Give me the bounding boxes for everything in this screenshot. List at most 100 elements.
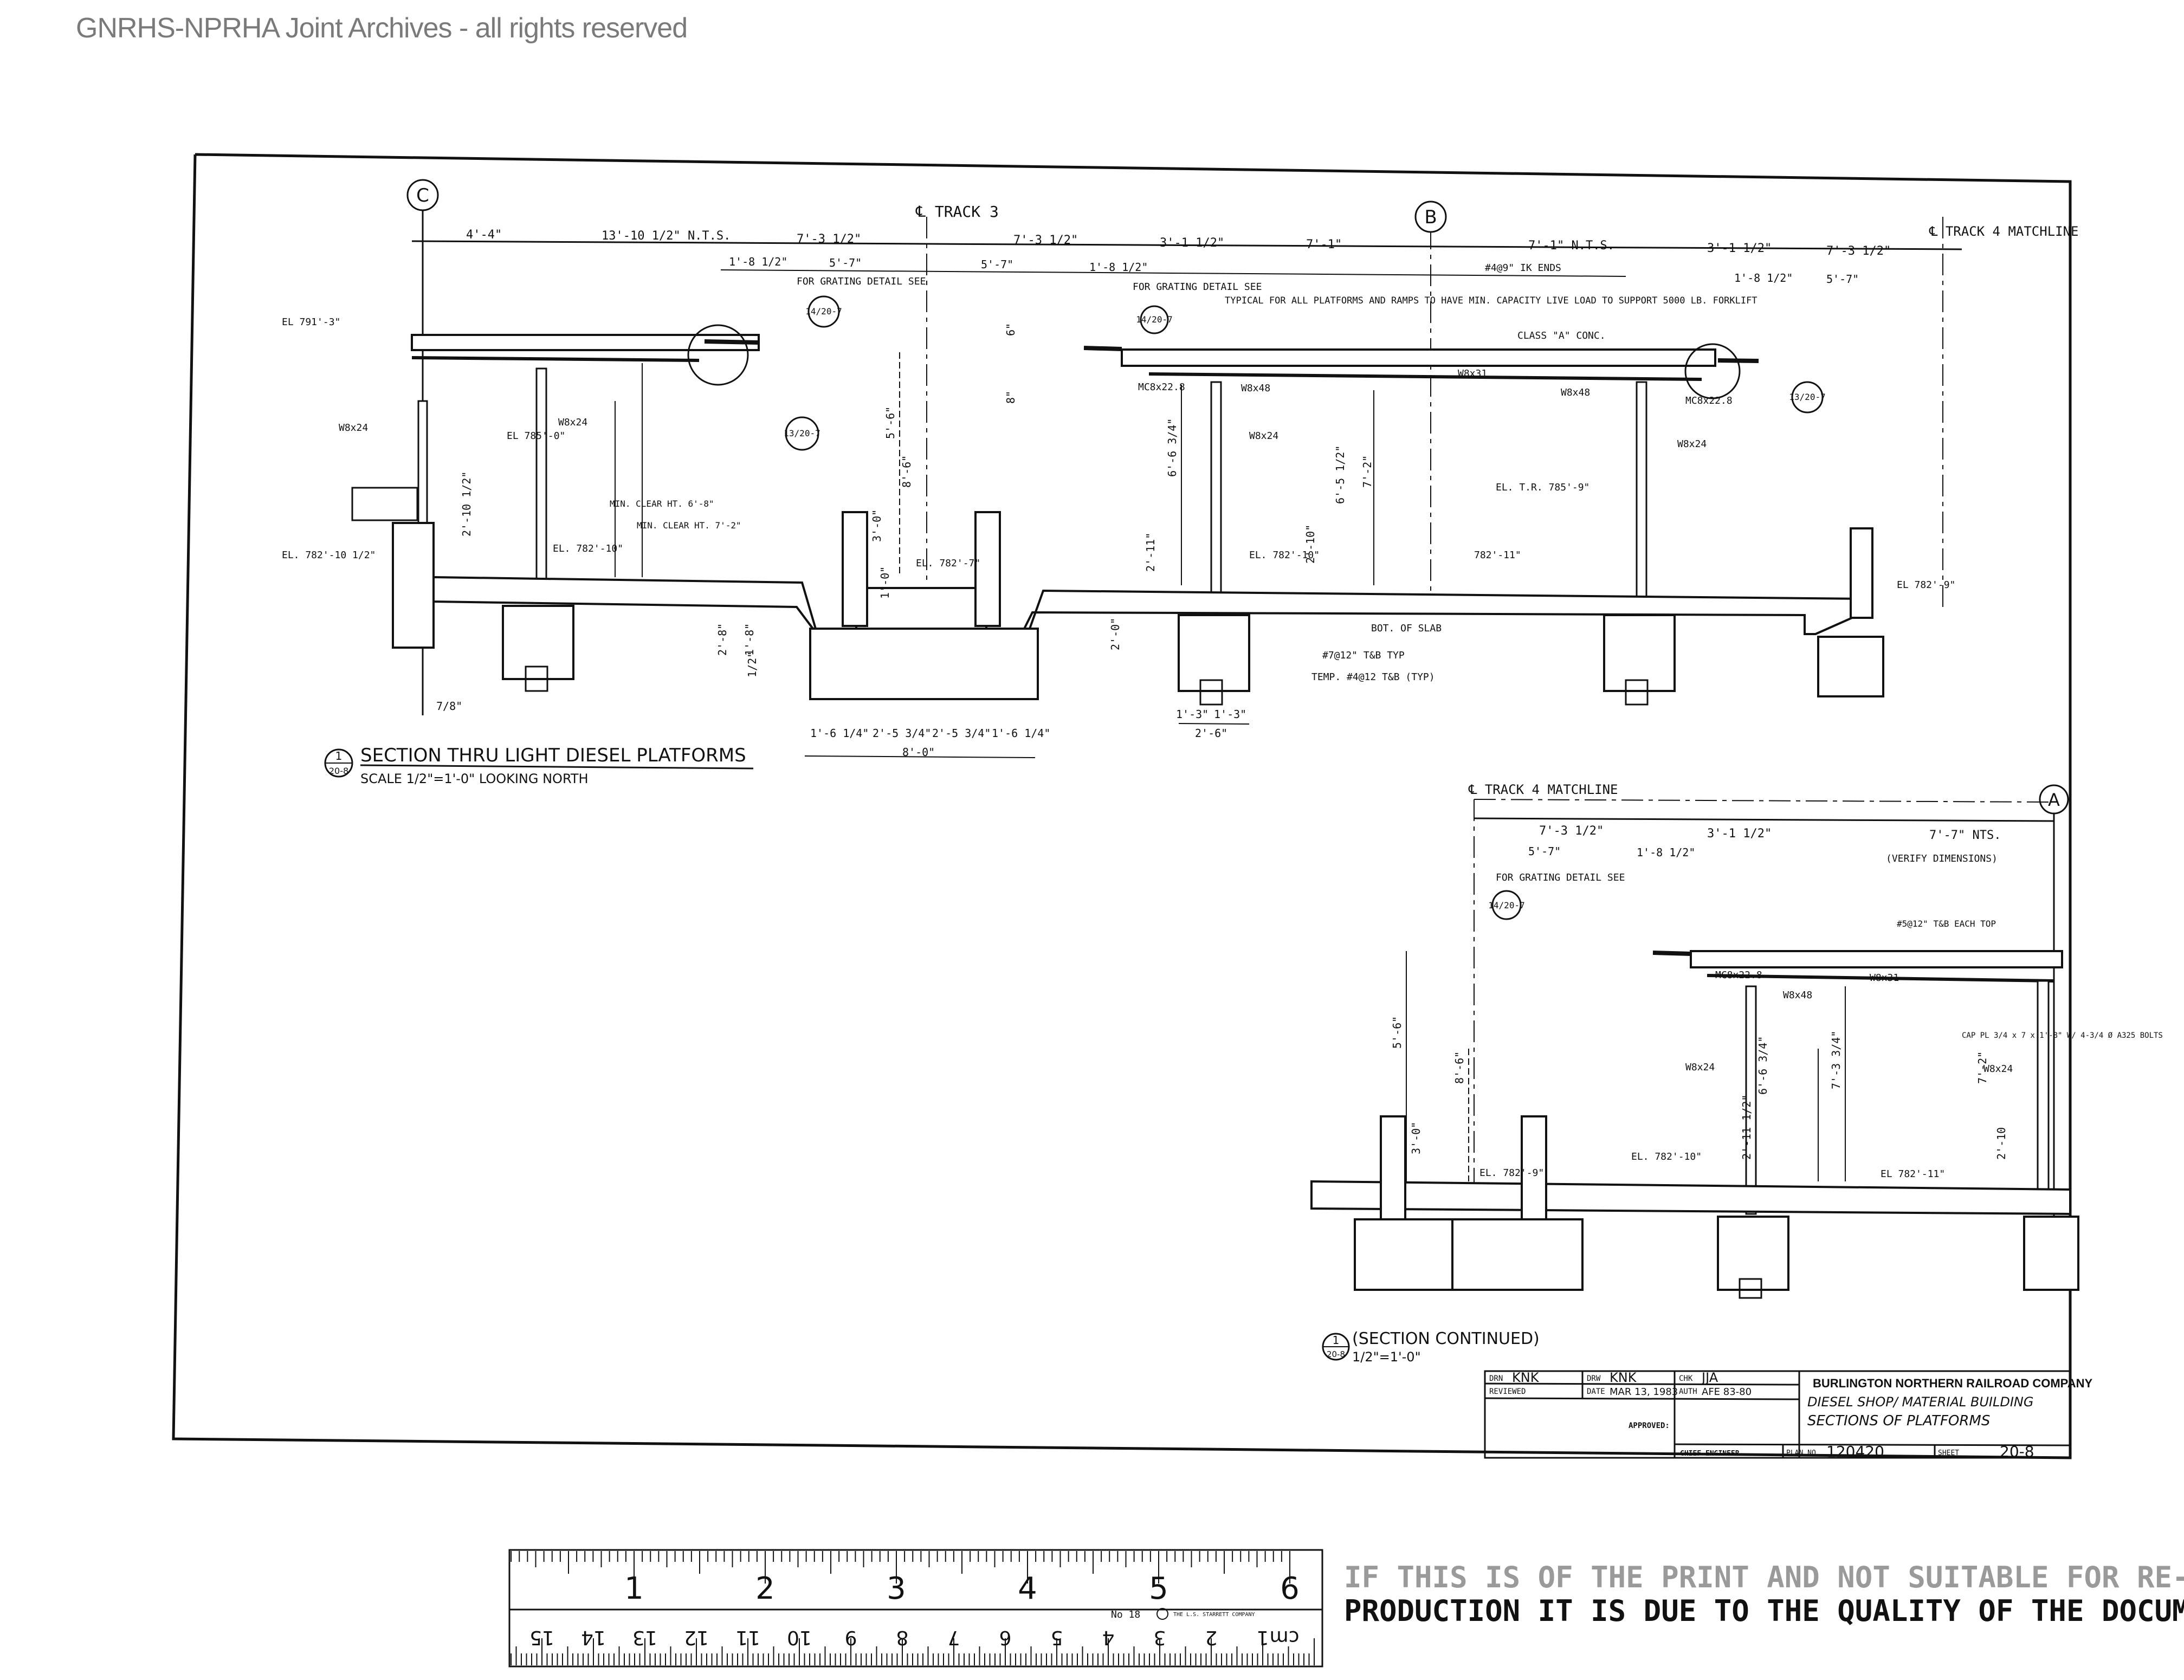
dim-label: 2'-5 3/4": [873, 727, 931, 740]
callout: MC8x22.8: [1138, 382, 1185, 393]
callout: CAP PL 3/4 x 7 x 1'-8" W/ 4-3/4 Ø A325 B…: [1962, 1031, 2163, 1040]
dim-label: 1'-3": [1214, 708, 1246, 721]
dim-label: 8'-0": [902, 746, 935, 759]
vdim: 2'-10 1/2": [460, 471, 473, 537]
quality-note-line1: IF THIS IS OF THE PRINT AND NOT SUITABLE…: [1344, 1560, 2184, 1594]
svg-text:JJA: JJA: [1701, 1370, 1718, 1385]
vdim: 1'-0": [878, 566, 891, 599]
callout: (VERIFY DIMENSIONS): [1886, 853, 1998, 864]
section-main-title: 1 20-8 SECTION THRU LIGHT DIESEL PLATFOR…: [324, 745, 754, 786]
callout: EL. 782'-10 1/2": [282, 550, 376, 561]
callout: W8x24: [558, 417, 587, 428]
section-cont-title: 1 20-8 (SECTION CONTINUED) 1/2"=1'-0": [1322, 1329, 1540, 1365]
vdim: 1'-8": [743, 623, 756, 656]
title-block: [1484, 1370, 2071, 1459]
company-name: BURLINGTON NORTHERN RAILROAD COMPANY: [1813, 1377, 2092, 1390]
detail-ref: 14/20-7: [805, 306, 842, 316]
callout: EL 782'-9": [1897, 579, 1955, 591]
svg-text:CHIEF ENGINEER: CHIEF ENGINEER: [1680, 1450, 1740, 1458]
callout: EL. 782'-7": [916, 558, 980, 569]
callout: MC8x22.8: [1685, 395, 1733, 406]
vdim: 2'-10: [1995, 1127, 2008, 1160]
svg-text:A: A: [2048, 790, 2060, 810]
svg-text:AFE 83-80: AFE 83-80: [1702, 1386, 1752, 1398]
ruler-cm-label: 2: [1205, 1626, 1218, 1649]
svg-text:20-8: 20-8: [329, 766, 348, 776]
svg-text:KNK: KNK: [1610, 1370, 1637, 1385]
ruler-cm-label: 7: [948, 1626, 960, 1649]
section-main-scale: SCALE 1/2"=1'-0" LOOKING NORTH: [360, 771, 589, 786]
ruler-cm-label: 12: [684, 1626, 709, 1649]
vdim: 6'-6 3/4": [1166, 418, 1179, 477]
vdim: 7'-3 3/4": [1830, 1031, 1843, 1089]
dim-label: 5'-7": [829, 256, 862, 269]
callout: W8x31: [1870, 972, 1899, 984]
section-main-heading: SECTION THRU LIGHT DIESEL PLATFORMS: [360, 745, 746, 766]
bottom-dimensions: 1'-6 1/4" 2'-5 3/4" 2'-5 3/4" 1'-6 1/4" …: [810, 708, 1246, 759]
dim-label: 3'-1 1/2": [1707, 827, 1772, 841]
svg-text:DATE: DATE: [1587, 1387, 1605, 1396]
vdim: 3'-0": [1410, 1122, 1423, 1154]
quality-note-line2: PRODUCTION IT IS DUE TO THE QUALITY OF T…: [1344, 1594, 2184, 1628]
ruler-cm-label: 14: [581, 1626, 606, 1649]
svg-text:20-8: 20-8: [1327, 1349, 1345, 1359]
svg-text:CHK: CHK: [1679, 1374, 1693, 1383]
continued-callouts: 7'-3 1/2" 3'-1 1/2" 7'-7" NTS. 5'-7" 1'-…: [1391, 824, 2163, 1180]
detail-ref: 13/20-7: [1789, 392, 1825, 402]
callout: W8x24: [1677, 438, 1707, 450]
callout: W8x24: [1685, 1062, 1715, 1073]
svg-text:APPROVED:: APPROVED:: [1629, 1421, 1670, 1430]
vdim: 2'-11 1/2": [1740, 1095, 1753, 1160]
vdim: 8": [1004, 391, 1017, 404]
callout: FOR GRATING DETAIL SEE: [1133, 281, 1262, 293]
callout: BOT. OF SLAB: [1371, 623, 1442, 634]
vdim: 5'-6": [884, 406, 897, 439]
callout: #4@9" IK ENDS: [1485, 262, 1561, 274]
track3-label: ℄ TRACK 3: [915, 203, 999, 221]
dim-label: 7'-1" N.T.S.: [1528, 239, 1614, 253]
main-section: [351, 184, 1962, 758]
callout: EL. T.R. 785'-9": [1496, 482, 1589, 493]
track4-matchline-label: ℄ TRACK 4 MATCHLINE: [1929, 224, 2079, 239]
ruler-inch-label: 5: [1149, 1571, 1168, 1606]
plan-number: 120420: [1826, 1443, 1884, 1461]
dim-label: 7'-7" NTS.: [1929, 829, 2001, 842]
vdim: 2'-10": [1304, 525, 1317, 564]
dim-label: 1'-8 1/2": [1734, 272, 1793, 285]
dim-label: 13'-10 1/2" N.T.S.: [602, 229, 731, 243]
vdim: 5'-6": [1391, 1016, 1404, 1049]
callout: W8x48: [1241, 383, 1270, 394]
dim-label: 1'-6 1/4": [810, 727, 869, 740]
grid-bubble-b: B: [1414, 201, 1447, 233]
callout: W8x24: [1983, 1063, 2013, 1075]
dim-label: 5'-7": [1528, 845, 1561, 858]
ruler-brand: No 18: [1111, 1609, 1140, 1620]
callout: 782'-11": [1474, 550, 1521, 561]
vdim: 6'-6 3/4": [1756, 1036, 1769, 1095]
vdim: 2'-8": [716, 623, 729, 656]
vdim: 2'-11": [1144, 533, 1157, 572]
svg-text:B: B: [1424, 206, 1437, 228]
dim-label: 7'-3 1/2": [1013, 234, 1078, 247]
dim-label: 1'-8 1/2": [1089, 261, 1148, 274]
callout: W8x24: [1249, 430, 1278, 442]
ruler-cm-label: cm: [1270, 1626, 1300, 1649]
callout: EL 791'-3": [282, 316, 340, 328]
svg-text:MAR 13, 1983: MAR 13, 1983: [1610, 1386, 1678, 1398]
callout: #7@12" T&B TYP: [1322, 650, 1405, 661]
ruler-inch-label: 3: [887, 1571, 906, 1606]
ruler-cm-label: 1: [1257, 1626, 1269, 1649]
ruler-cm-label: 6: [999, 1626, 1012, 1649]
ruler-brand-2: THE L.S. STARRETT COMPANY: [1173, 1612, 1255, 1618]
svg-text:DRN: DRN: [1489, 1374, 1503, 1383]
vdim: 1/2": [746, 651, 759, 677]
archive-watermark: GNRHS-NPRHA Joint Archives - all rights …: [76, 12, 688, 44]
detail-ref: 14/20-7: [1488, 900, 1524, 910]
sub-dimensions: 1'-8 1/2" 5'-7" 5'-7" 1'-8 1/2" 1'-8 1/2…: [729, 255, 1859, 286]
vdim: 7'-2": [1976, 1051, 1989, 1084]
ruler-cm-label: 9: [845, 1626, 857, 1649]
dim-label: 3'-1 1/2": [1707, 242, 1772, 255]
callout: MC8x22.8: [1715, 970, 1762, 981]
dim-label: 2'-5 3/4": [932, 727, 991, 740]
